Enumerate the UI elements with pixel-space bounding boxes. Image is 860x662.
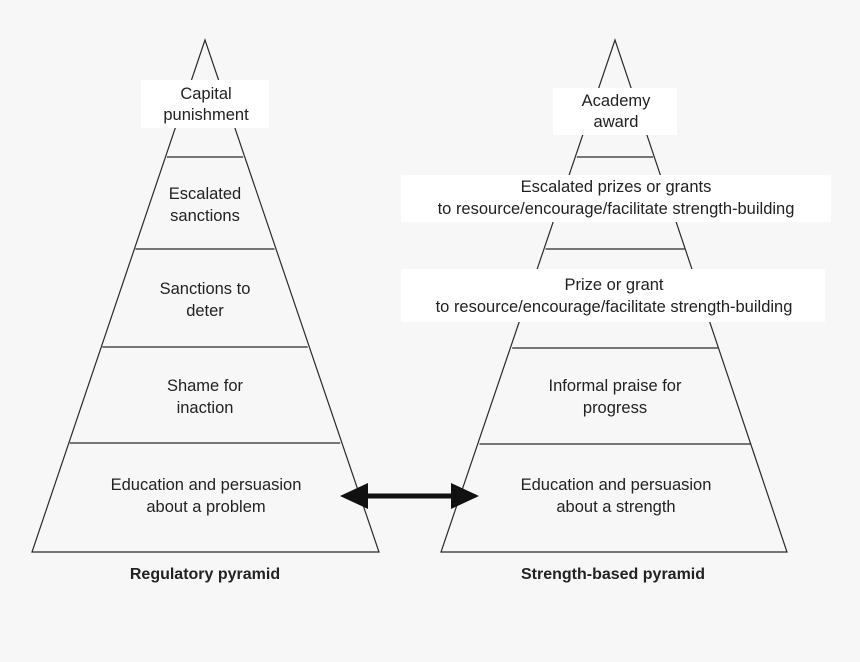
tier-label-line1: Sanctions to (160, 280, 251, 298)
tier-label-line1: Shame for (167, 377, 244, 395)
tier-label-line1: Education and persuasion (521, 476, 712, 494)
regulatory-tier-shame-for-inaction: Shame for inaction (167, 377, 244, 417)
tier-label-line2: deter (186, 302, 224, 320)
regulatory-tier-escalated-sanctions: Escalated sanctions (169, 185, 241, 225)
tier-label-line1: Escalated (169, 185, 241, 203)
regulatory-pyramid: Capital punishment Escalated sanctions S… (31, 38, 380, 583)
regulatory-tier-top-box (141, 80, 269, 128)
tier-label-line1: Academy (582, 92, 652, 110)
tier-label-line1: Escalated prizes or grants (521, 178, 712, 196)
tier-label-line1: Capital (180, 85, 231, 103)
regulatory-tier-education-persuasion: Education and persuasion about a problem (111, 476, 302, 516)
regulatory-tier-capital-punishment: Capital punishment (163, 85, 249, 124)
strength-tier-academy-award: Academy award (582, 92, 652, 131)
tier-label-line2: about a problem (146, 498, 265, 516)
tier-label-line2: about a strength (556, 498, 675, 516)
tier-label-line2: punishment (163, 106, 249, 124)
arrowhead-right-icon (451, 483, 479, 509)
tier-label-line2: award (594, 113, 639, 131)
strength-pyramid: Academy award Escalated prizes or grants… (401, 38, 831, 583)
strength-tier-top-box (553, 88, 677, 135)
tier-label-line2: to resource/encourage/facilitate strengt… (438, 200, 795, 218)
strength-tier-escalated-box (401, 175, 831, 222)
regulatory-pyramid-caption: Regulatory pyramid (130, 566, 280, 583)
strength-tier-escalated-prizes: Escalated prizes or grants to resource/e… (438, 178, 795, 218)
tier-label-line1: Informal praise for (549, 377, 682, 395)
strength-tier-informal-praise: Informal praise for progress (549, 377, 682, 417)
arrowhead-left-icon (340, 483, 368, 509)
tier-label-line2: sanctions (170, 207, 240, 225)
strength-tier-prize-box (401, 269, 825, 322)
strength-tier-prize-or-grant: Prize or grant to resource/encourage/fac… (436, 276, 793, 316)
strength-tier-education-persuasion: Education and persuasion about a strengt… (521, 476, 712, 516)
tier-label-line1: Prize or grant (564, 276, 663, 294)
strength-pyramid-caption: Strength-based pyramid (521, 566, 705, 583)
tier-label-line2: progress (583, 399, 647, 417)
regulatory-tier-sanctions-to-deter: Sanctions to deter (160, 280, 251, 320)
double-arrow-connector (340, 483, 479, 509)
tier-label-line2: inaction (177, 399, 234, 417)
tier-label-line2: to resource/encourage/facilitate strengt… (436, 298, 793, 316)
tier-label-line1: Education and persuasion (111, 476, 302, 494)
regulatory-pyramid-outline (31, 38, 380, 553)
